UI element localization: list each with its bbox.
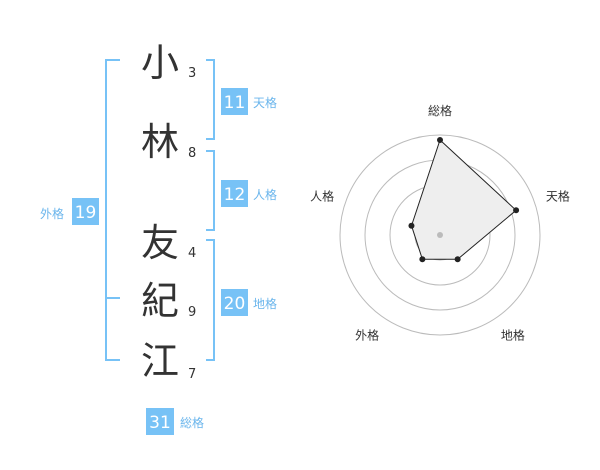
jinkaku-value: 12 bbox=[224, 185, 246, 205]
radar-axis-label-2: 天格 bbox=[546, 189, 570, 204]
name-char-2: 林 bbox=[141, 120, 179, 164]
tenkaku-bracket bbox=[206, 59, 215, 140]
radar-axis-label-4: 外格 bbox=[355, 327, 379, 342]
outer-bracket bbox=[105, 59, 120, 361]
jinkaku-label: 人格 bbox=[253, 187, 277, 202]
tenkaku-badge bbox=[221, 88, 248, 115]
radar-axis-label-5: 人格 bbox=[310, 189, 334, 204]
jinkaku-bracket bbox=[206, 150, 215, 231]
stroke-counts: 3 8 4 9 7 bbox=[188, 66, 196, 382]
radar-axis-label-1: 総格 bbox=[428, 103, 452, 118]
radar-point-5 bbox=[408, 222, 415, 229]
fortune-badges: 11 天格 12 人格 20 地格 外格 19 31 総格 bbox=[40, 88, 277, 435]
chikaku-label: 地格 bbox=[253, 296, 277, 311]
stroke-count-5: 7 bbox=[188, 367, 196, 382]
radar-ring-4 bbox=[339, 134, 541, 336]
stroke-count-2: 8 bbox=[188, 146, 196, 161]
name-char-3: 友 bbox=[141, 221, 179, 265]
name-characters: 小 林 友 紀 江 bbox=[141, 41, 179, 383]
radar-point-4 bbox=[419, 256, 426, 263]
soukaku-value: 31 bbox=[149, 413, 171, 433]
radar-center-dot bbox=[437, 232, 443, 238]
stroke-count-1: 3 bbox=[188, 66, 196, 81]
gaikaku-value: 19 bbox=[75, 203, 97, 223]
brackets bbox=[105, 59, 215, 361]
radar-point-2 bbox=[513, 207, 520, 214]
radar-point-3 bbox=[454, 256, 461, 263]
radar-area bbox=[410, 139, 517, 260]
radar-point-1 bbox=[437, 137, 443, 143]
name-char-1: 小 bbox=[141, 41, 179, 85]
jinkaku-badge bbox=[221, 180, 248, 207]
tenkaku-label: 天格 bbox=[253, 95, 277, 110]
soukaku-badge bbox=[146, 408, 174, 435]
chikaku-bracket bbox=[206, 239, 215, 361]
name-char-5: 江 bbox=[141, 339, 179, 383]
gaikaku-label: 外格 bbox=[40, 206, 64, 221]
radar-points bbox=[408, 137, 520, 263]
chikaku-value: 20 bbox=[224, 294, 246, 314]
chikaku-badge bbox=[221, 289, 248, 316]
soukaku-label: 総格 bbox=[180, 415, 204, 430]
tenkaku-value: 11 bbox=[224, 93, 246, 113]
stroke-count-4: 9 bbox=[188, 305, 196, 320]
radar-axis-label-3: 地格 bbox=[501, 327, 525, 342]
name-char-4: 紀 bbox=[141, 279, 179, 323]
stroke-count-3: 4 bbox=[188, 246, 196, 261]
gaikaku-badge bbox=[72, 198, 99, 225]
